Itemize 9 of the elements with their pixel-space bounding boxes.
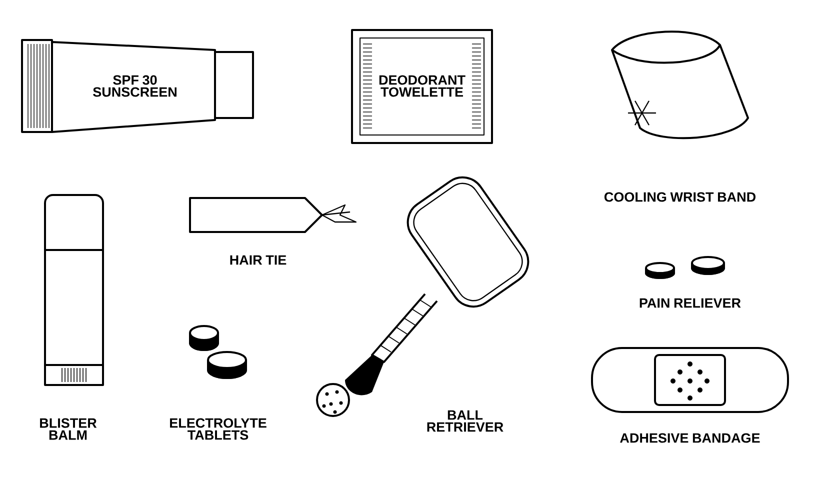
item-label: PAIN RELIEVER <box>640 298 741 308</box>
item-label: HAIR TIE <box>230 255 286 265</box>
sunscreen-tube: SPF 30 SUNSCREEN <box>21 39 254 133</box>
item-label: BALL RETRIEVER <box>427 410 504 432</box>
item-label: BLISTER BALM <box>40 418 97 440</box>
item-label: ELECTROLYTE TABLETS <box>170 418 266 440</box>
item-label: COOLING WRIST BAND <box>604 192 756 202</box>
item-label: ADHESIVE BANDAGE <box>620 433 760 443</box>
towelette-packet: DEODORANT TOWELETTE <box>351 29 493 144</box>
